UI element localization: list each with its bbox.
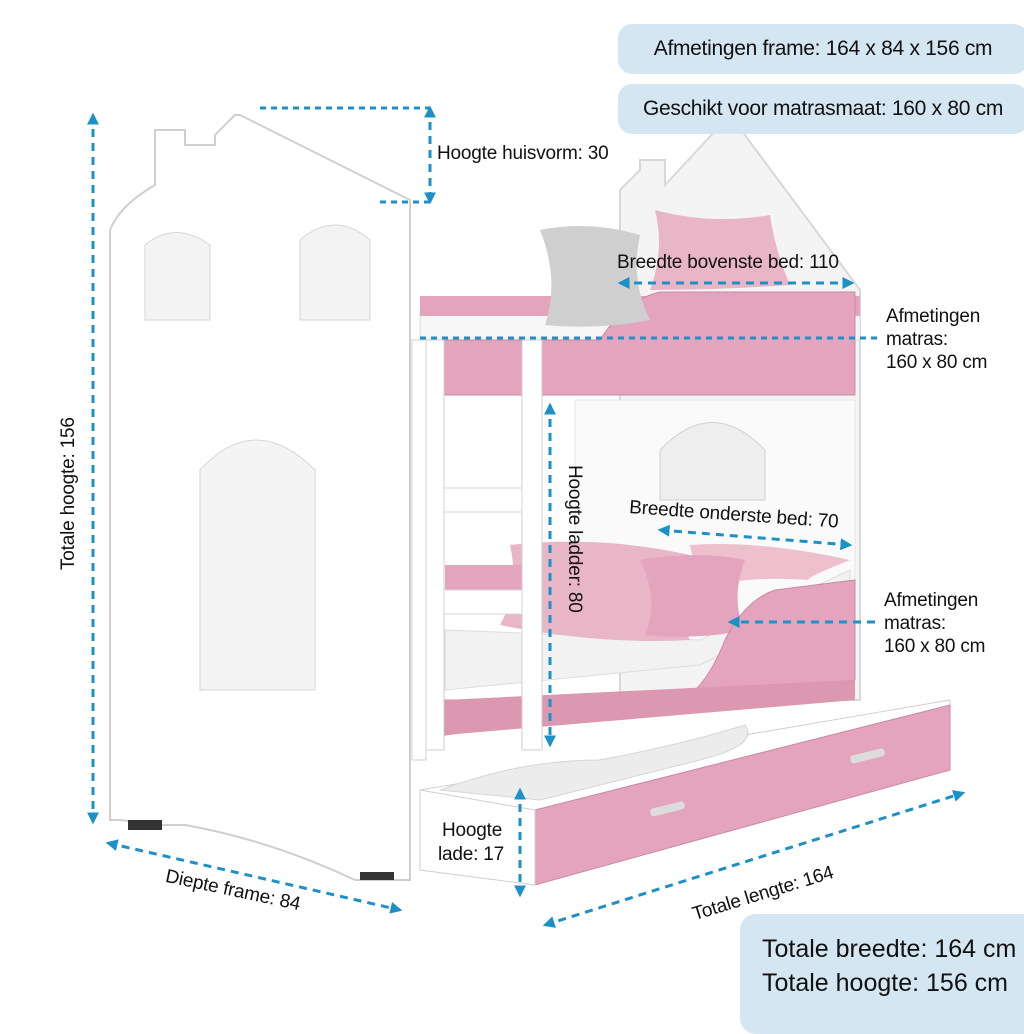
mattress-size-pill: Geschikt voor matrasmaat: 160 x 80 cm bbox=[618, 84, 1024, 134]
top-mattress-label-2: matras: bbox=[886, 329, 948, 350]
depth-arrow bbox=[105, 839, 403, 914]
dimension-arrows bbox=[87, 105, 966, 928]
pink-pillow-top bbox=[650, 210, 790, 290]
frame-dimensions-pill: Afmetingen frame: 164 x 84 x 156 cm bbox=[618, 24, 1024, 74]
ladder-rung-1 bbox=[443, 487, 523, 513]
drawer-bedding bbox=[439, 724, 749, 801]
bottom-mattress-label-3: 160 x 80 cm bbox=[884, 636, 986, 657]
top-mattress-label-1: Afmetingen bbox=[886, 306, 981, 327]
frame-dimensions-text: Afmetingen frame: 164 x 84 x 156 cm bbox=[653, 37, 993, 60]
total-height-label: Totale hoogte: 156 bbox=[58, 417, 79, 570]
mattress-size-text: Geschikt voor matrasmaat: 160 x 80 cm bbox=[642, 97, 1004, 120]
ladder-height-label: Hoogte ladder: 80 bbox=[564, 465, 585, 613]
front-post bbox=[411, 339, 427, 761]
ladder-rung-2 bbox=[443, 589, 523, 615]
bottom-mattress-label-1: Afmetingen bbox=[884, 590, 979, 611]
top-mattress-label-3: 160 x 80 cm bbox=[886, 352, 988, 373]
panel-door-opening bbox=[199, 439, 316, 691]
panel-window-right bbox=[299, 224, 371, 321]
pink-pillow-bottom-3 bbox=[640, 555, 745, 637]
top-bed-width-label: Breedte bovenste bed: 110 bbox=[617, 252, 839, 273]
panel-window-left bbox=[144, 232, 211, 321]
back-arch-window bbox=[659, 422, 766, 501]
lower-bed-left-rail bbox=[445, 565, 525, 593]
drawer-handle-2 bbox=[850, 748, 885, 764]
panel-foot-left bbox=[128, 820, 162, 830]
drawer-left-side bbox=[419, 789, 536, 886]
ladder-right-rail bbox=[521, 339, 543, 751]
bottom-mattress-label-2: matras: bbox=[884, 613, 946, 634]
panel-foot-right bbox=[360, 872, 394, 880]
totals-box: Totale breedte: 164 cm Totale hoogte: 15… bbox=[740, 914, 1024, 1034]
house-height-label: Hoogte huisvorm: 30 bbox=[437, 143, 609, 164]
grey-pillow bbox=[540, 226, 650, 327]
drawer-height-label-1: Hoogte bbox=[442, 820, 503, 841]
ladder-left-rail bbox=[423, 339, 445, 751]
total-length-arrow bbox=[542, 790, 966, 928]
total-height-text: Totale hoogte: 156 cm bbox=[762, 969, 1008, 997]
bottom-bed-width-arrow bbox=[657, 524, 853, 551]
total-width-text: Totale breedte: 164 cm bbox=[762, 935, 1017, 963]
drawer-height-label-2: lade: 17 bbox=[438, 844, 505, 865]
